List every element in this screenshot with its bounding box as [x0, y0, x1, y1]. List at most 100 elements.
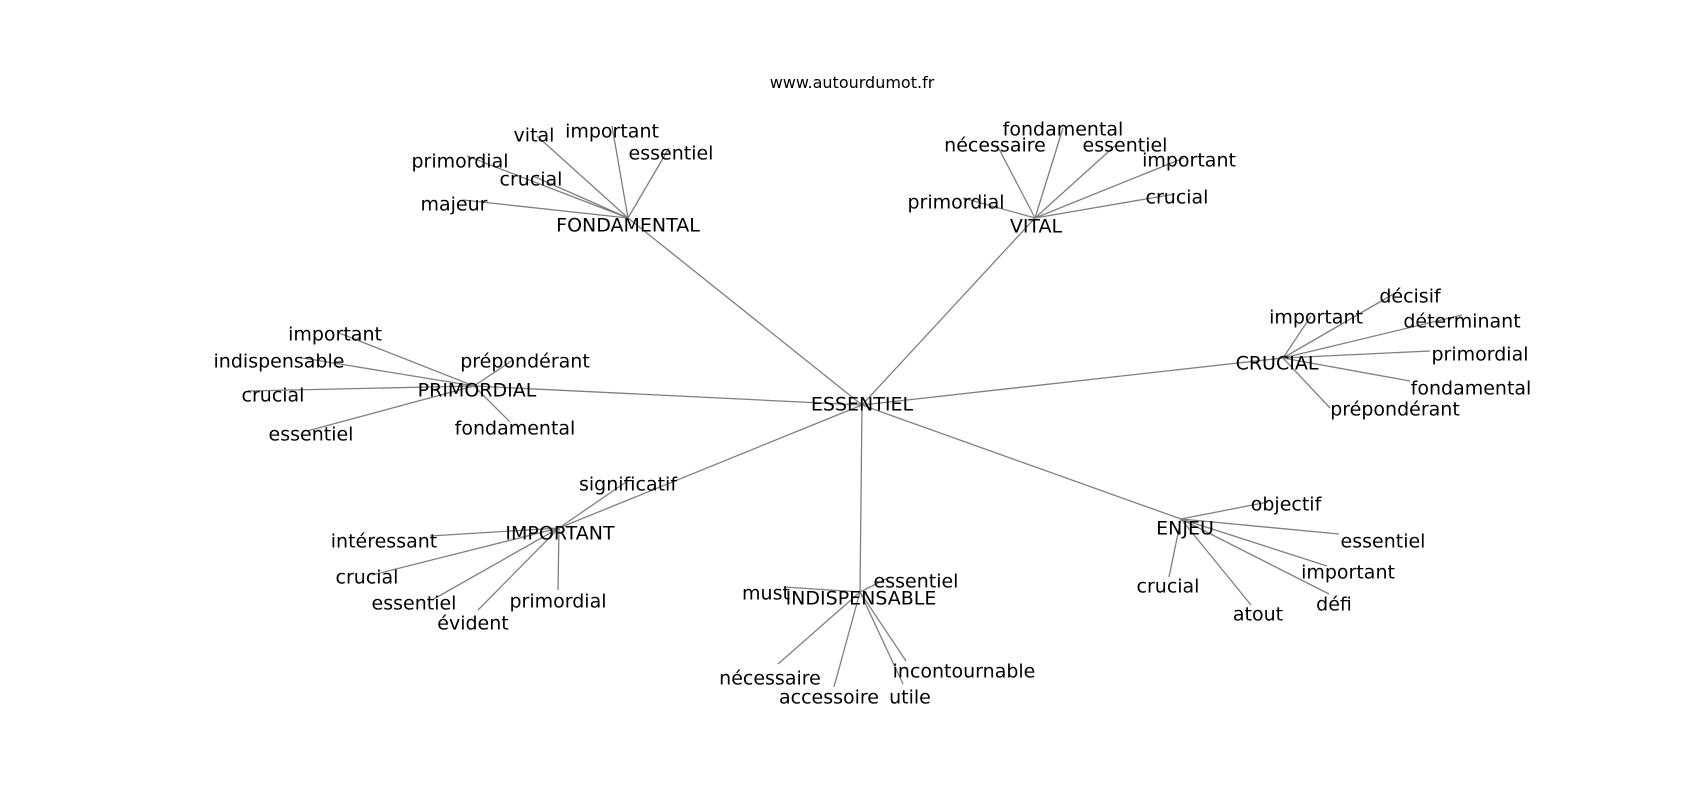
edge-vital-essentiel — [1034, 143, 1118, 219]
edge-indispensable-incontournable — [859, 591, 907, 662]
edge-indispensable-essentiel — [859, 576, 891, 593]
leaf-word-primordial-important[interactable]: important — [288, 324, 382, 346]
leaf-word-important-essentiel[interactable]: essentiel — [372, 593, 457, 615]
edge-important-interessant — [429, 527, 560, 537]
leaf-word-enjeu-important[interactable]: important — [1301, 562, 1395, 584]
leaf-word-important-primordial[interactable]: primordial — [509, 591, 606, 613]
leaf-word-enjeu-defi[interactable]: défi — [1316, 594, 1352, 616]
edge-indispensable-utile — [859, 591, 904, 685]
edge-primordial-preponderant — [473, 359, 514, 387]
leaf-word-indispensable-accessoire[interactable]: accessoire — [779, 687, 879, 709]
hub-word-indispensable[interactable]: INDISPENSABLE — [786, 588, 937, 610]
leaf-word-primordial-essentiel[interactable]: essentiel — [269, 424, 354, 446]
edge-crucial-determinant — [1282, 314, 1463, 359]
leaf-word-vital-primordial[interactable]: primordial — [907, 192, 1004, 214]
edge-indispensable-necessaire — [777, 591, 861, 665]
leaf-word-important-interessant[interactable]: intéressant — [331, 531, 437, 553]
edge-primordial-fondamental — [473, 385, 511, 423]
edge-crucial-preponderant — [1282, 357, 1331, 409]
edge-center-important — [558, 404, 863, 529]
edge-vital-important — [1034, 157, 1185, 219]
center-word[interactable]: ESSENTIEL — [811, 394, 914, 416]
leaf-word-important-evident[interactable]: évident — [437, 613, 508, 635]
edge-fondamental-important — [611, 125, 629, 219]
edge-center-indispensable — [859, 404, 863, 593]
leaf-word-indispensable-must[interactable]: must — [742, 583, 790, 605]
edge-fondamental-essentiel — [627, 147, 670, 219]
leaf-word-important-significatif[interactable]: significatif — [579, 474, 678, 496]
edge-crucial-decisif — [1282, 291, 1398, 359]
edge-enjeu-important — [1180, 518, 1328, 567]
leaf-word-vital-essentiel[interactable]: essentiel — [1083, 135, 1168, 157]
edge-center-vital — [861, 217, 1036, 406]
leaf-word-crucial-important[interactable]: important — [1269, 307, 1363, 329]
leaf-word-primordial-crucial[interactable]: crucial — [242, 385, 305, 407]
leaf-word-enjeu-atout[interactable]: atout — [1233, 604, 1283, 626]
leaf-word-fondamental-primordial[interactable]: primordial — [411, 151, 508, 173]
edge-fondamental-primordial — [466, 155, 629, 219]
edge-center-primordial — [473, 385, 863, 406]
leaf-word-crucial-preponderant[interactable]: prépondérant — [1330, 399, 1460, 421]
leaf-word-fondamental-crucial[interactable]: crucial — [500, 169, 563, 191]
hub-word-important[interactable]: IMPORTANT — [505, 523, 615, 545]
edge-indispensable-must — [783, 586, 861, 593]
leaf-word-vital-fondamental[interactable]: fondamental — [1003, 119, 1124, 141]
edge-enjeu-objectif — [1180, 501, 1269, 520]
edge-fondamental-vital — [536, 135, 629, 219]
leaf-word-indispensable-incontournable[interactable]: incontournable — [893, 661, 1036, 683]
edge-primordial-crucial — [247, 385, 475, 392]
leaf-word-indispensable-essentiel[interactable]: essentiel — [874, 571, 959, 593]
source-url[interactable]: www.autourdumot.fr — [770, 73, 935, 92]
leaf-word-fondamental-majeur[interactable]: majeur — [421, 194, 488, 216]
edge-enjeu-atout — [1180, 518, 1252, 606]
leaf-word-enjeu-objectif[interactable]: objectif — [1251, 494, 1323, 516]
hub-word-enjeu[interactable]: ENJEU — [1156, 518, 1214, 540]
hub-word-crucial[interactable]: CRUCIAL — [1236, 353, 1319, 375]
edge-center-crucial — [861, 357, 1284, 406]
edge-enjeu-crucial — [1168, 518, 1182, 578]
edge-center-enjeu — [861, 404, 1182, 520]
leaf-word-primordial-preponderant[interactable]: prépondérant — [460, 351, 590, 373]
edge-indispensable-accessoire — [833, 591, 861, 688]
leaf-word-vital-important[interactable]: important — [1142, 150, 1236, 172]
leaf-word-fondamental-vital[interactable]: vital — [514, 125, 555, 147]
leaf-word-fondamental-essentiel[interactable]: essentiel — [629, 143, 714, 165]
edge-enjeu-defi — [1180, 518, 1330, 595]
leaf-word-fondamental-important[interactable]: important — [565, 121, 659, 143]
edge-crucial-fondamental — [1282, 357, 1411, 382]
leaf-word-indispensable-necessaire[interactable]: nécessaire — [719, 668, 821, 690]
edge-primordial-important — [338, 332, 475, 387]
edge-important-evident — [477, 527, 560, 611]
leaf-word-primordial-indispensable[interactable]: indispensable — [214, 351, 345, 373]
leaf-word-enjeu-essentiel[interactable]: essentiel — [1341, 531, 1426, 553]
edge-important-essentiel — [431, 527, 560, 601]
edge-vital-primordial — [962, 197, 1036, 219]
edge-center-fondamental — [627, 217, 863, 406]
hub-word-vital[interactable]: VITAL — [1010, 216, 1063, 238]
hub-word-fondamental[interactable]: FONDAMENTAL — [556, 215, 700, 237]
leaf-word-crucial-fondamental[interactable]: fondamental — [1411, 378, 1532, 400]
leaf-word-crucial-determinant[interactable]: déterminant — [1403, 311, 1520, 333]
leaf-word-important-crucial[interactable]: crucial — [336, 567, 399, 589]
edge-important-significatif — [558, 481, 627, 529]
leaf-word-indispensable-utile[interactable]: utile — [889, 687, 931, 709]
leaf-word-primordial-fondamental[interactable]: fondamental — [455, 418, 576, 440]
leaf-word-crucial-decisif[interactable]: décisif — [1379, 286, 1442, 308]
hub-word-primordial[interactable]: PRIMORDIAL — [418, 380, 537, 402]
edge-vital-crucial — [1034, 193, 1176, 219]
edge-important-crucial — [371, 527, 560, 576]
leaf-word-enjeu-crucial[interactable]: crucial — [1137, 576, 1200, 598]
edge-fondamental-majeur — [462, 199, 629, 219]
leaf-word-vital-crucial[interactable]: crucial — [1146, 187, 1209, 209]
edges-layer — [247, 125, 1463, 688]
edge-fondamental-crucial — [532, 175, 629, 219]
edge-primordial-essentiel — [306, 385, 475, 432]
edge-primordial-indispensable — [302, 357, 475, 387]
edge-crucial-important — [1282, 315, 1312, 359]
edge-crucial-primordial — [1282, 350, 1431, 359]
edge-vital-fondamental — [1034, 127, 1064, 219]
leaf-word-vital-necessaire[interactable]: nécessaire — [944, 135, 1046, 157]
leaf-word-crucial-primordial[interactable]: primordial — [1431, 344, 1528, 366]
